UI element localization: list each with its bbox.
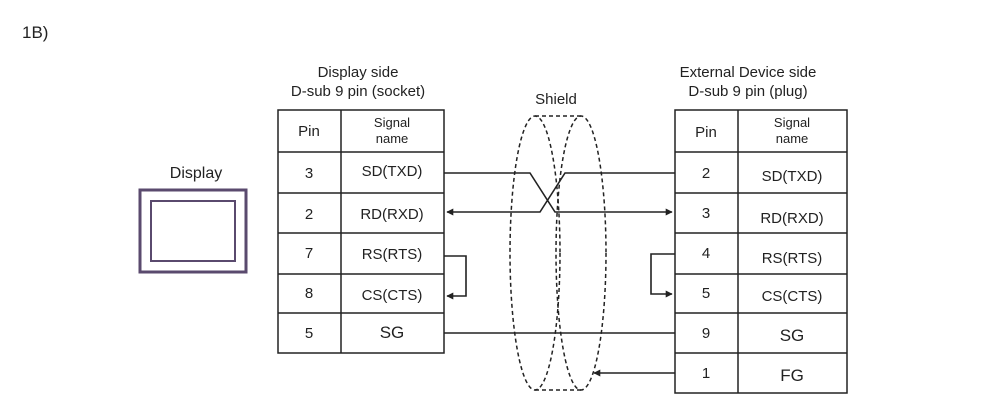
shield-icon [509,115,607,391]
wire-rxd-to-txd [446,172,675,216]
right-pin: 1 [702,365,710,382]
right-pin: 4 [702,245,710,262]
right-pin: 9 [702,325,710,342]
right-signal: CS(CTS) [762,288,823,305]
display-label: Display [170,165,222,182]
right-header-signal: Signal [774,115,810,130]
right-pin: 3 [702,205,710,222]
left-signal: SG [380,323,405,342]
figure-label: 1B) [22,23,48,42]
wire-txd-to-rxd [444,172,673,216]
left-header-pin: Pin [298,123,320,140]
left-connector-subtitle: D-sub 9 pin (socket) [291,83,425,100]
right-signal: RD(RXD) [760,210,823,227]
wire-left-loopback [444,255,467,300]
right-header-pin: Pin [695,124,717,141]
left-header-signal: Signal [374,115,410,130]
shield-label: Shield [535,91,577,108]
left-connector-table [277,109,445,354]
display-icon [138,188,248,274]
right-connector-subtitle: D-sub 9 pin (plug) [688,83,807,100]
left-pin: 3 [305,165,313,182]
left-connector-title: Display side [318,64,399,81]
left-signal: CS(CTS) [362,287,423,304]
left-signal: RD(RXD) [360,206,423,223]
left-pin: 2 [305,206,313,223]
left-signal: SD(TXD) [362,163,423,180]
right-signal: SG [780,326,805,345]
left-pin: 5 [305,325,313,342]
right-pin: 2 [702,165,710,182]
right-pin: 5 [702,285,710,302]
left-pin: 8 [305,285,313,302]
wire-right-loopback [650,253,675,298]
right-connector-title: External Device side [680,64,817,81]
left-signal: RS(RTS) [362,246,423,263]
right-connector-table [674,109,848,394]
wiring [444,172,675,377]
right-signal: RS(RTS) [762,250,823,267]
left-header-signal-name: name [376,131,409,146]
left-pin: 7 [305,245,313,262]
right-signal: FG [780,366,804,385]
right-signal: SD(TXD) [762,168,823,185]
right-header-signal-name: name [776,131,809,146]
